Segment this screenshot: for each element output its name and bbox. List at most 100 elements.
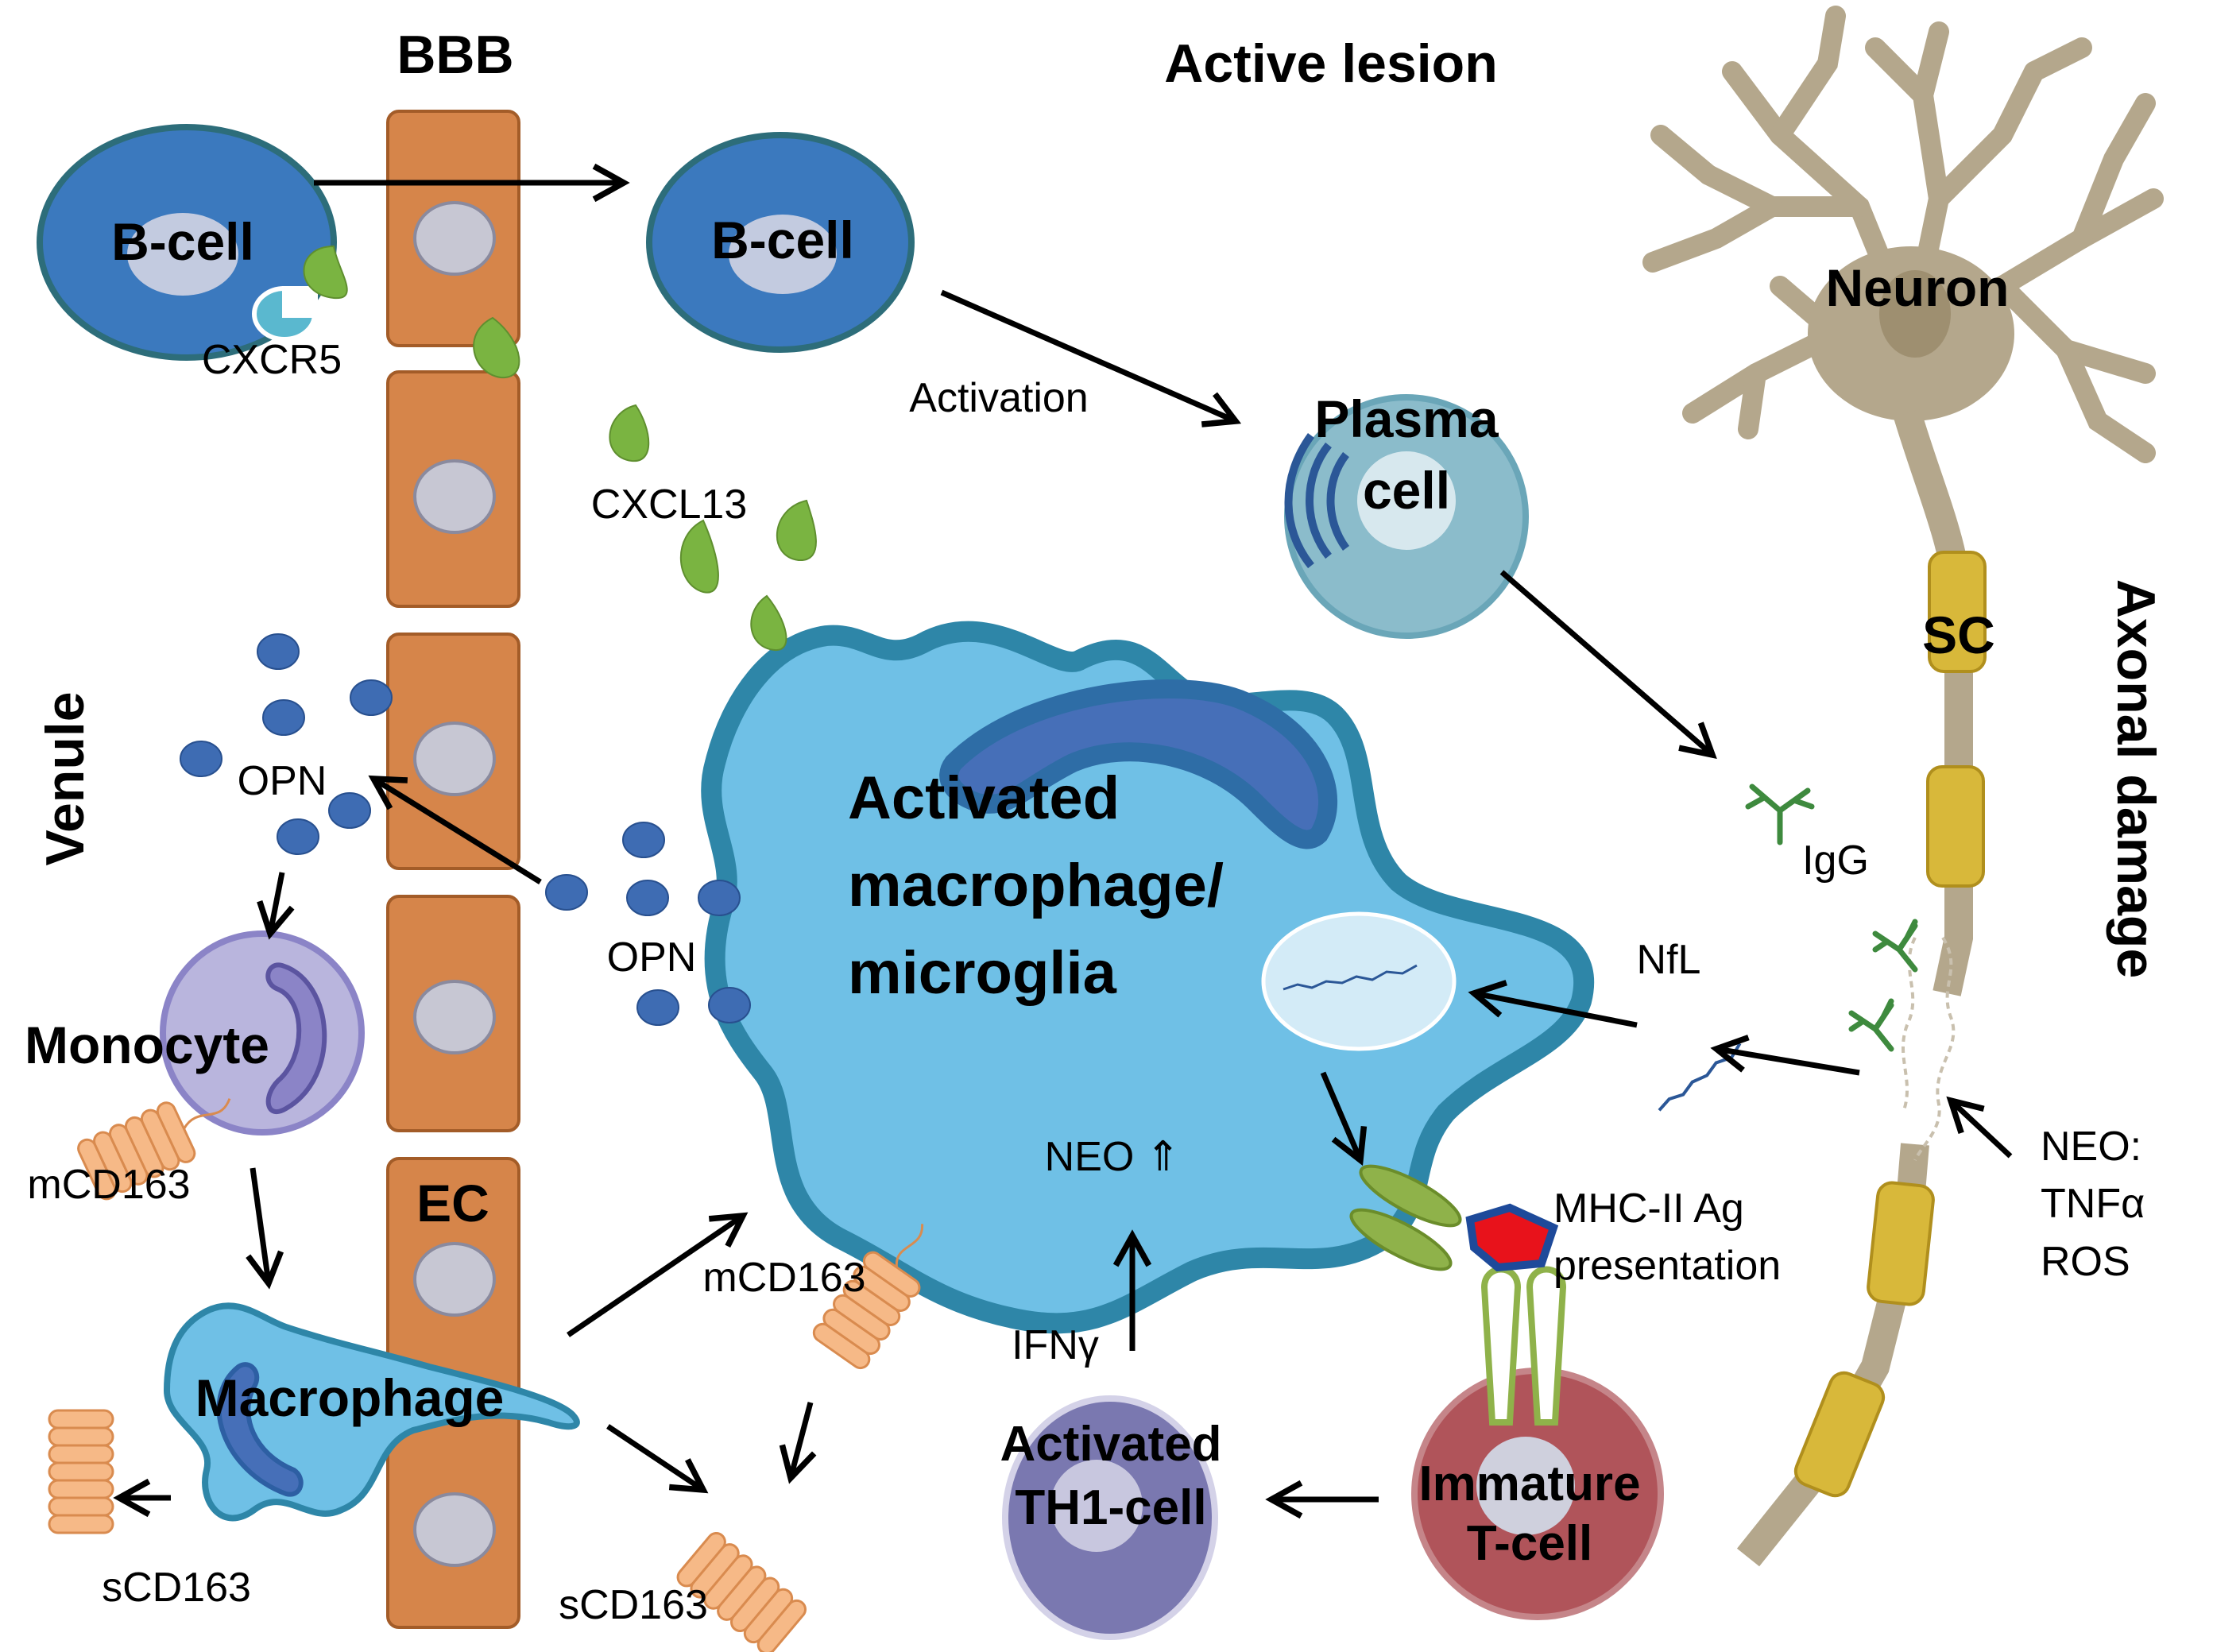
monocyte (160, 930, 365, 1136)
endothelial-nucleus (413, 980, 496, 1054)
neo-label: NEO: (2041, 1124, 2141, 1170)
opn-label: OPN (238, 758, 327, 804)
myelin-sheath (1793, 1371, 1886, 1498)
myelin-sheath (1867, 1181, 1935, 1306)
scd163-lesion (676, 1531, 807, 1652)
t-cell-label: T-cell (1467, 1516, 1593, 1571)
neo-up-label: NEO ⇑ (1045, 1134, 1181, 1180)
opn-dot (708, 987, 751, 1023)
plasma-cell (1284, 394, 1529, 639)
endothelial-nucleus (413, 722, 496, 796)
immature-t-cell (1411, 1266, 1664, 1620)
scd163-macrophage (48, 1409, 114, 1534)
arrow-antigen-presentation (1320, 1071, 1368, 1166)
phagosome (1261, 911, 1457, 1051)
arrow-mcd163-shedding (779, 1402, 817, 1484)
active-lesion-label: Active lesion (1164, 33, 1498, 94)
arrow-mcd163-lesion (567, 1212, 749, 1337)
arrows (113, 163, 2013, 1519)
mcd163-label: mCD163 (702, 1255, 865, 1301)
opn-dot (626, 880, 669, 916)
scd163-label: sCD163 (559, 1582, 708, 1628)
mhc-label: presentation (1553, 1243, 1781, 1289)
endothelial-nucleus (413, 459, 496, 534)
axonal-damage-label: Axonal damage (2106, 579, 2166, 979)
b-cell-venule (37, 124, 337, 361)
neo-label: ROS (2041, 1239, 2130, 1285)
cd163-molecules (48, 1098, 924, 1652)
neo-label: TNFα (2041, 1181, 2145, 1227)
opn-dot (698, 880, 741, 916)
neuron-label: Neuron (1826, 258, 2010, 317)
opn-dot (277, 818, 319, 855)
th1-cell (1002, 1395, 1218, 1640)
mcd163-macrophage (812, 1224, 924, 1370)
mhc-ii-complex (1349, 1164, 1559, 1272)
igg-icon (1848, 998, 1894, 1052)
opn-dot (180, 741, 222, 777)
opn-label: OPN (607, 934, 697, 981)
endothelial-nucleus (413, 1242, 496, 1317)
activated-macrophage-label: Activated (848, 764, 1120, 832)
mhc-label: MHC-II Ag (1553, 1186, 1744, 1232)
t-cell-label: Immature (1418, 1457, 1640, 1511)
opn-molecules (180, 633, 751, 1026)
bbb-label: BBB (397, 25, 513, 85)
arrow-scd163-release (606, 1424, 709, 1494)
venule-label: Venule (35, 691, 95, 865)
mcd163-label: mCD163 (27, 1162, 190, 1208)
mcd163-monocyte (77, 1098, 231, 1201)
chemokine (679, 519, 719, 594)
myelin-sheath (1928, 551, 1987, 673)
chemokine (609, 404, 650, 462)
macrophage-small (163, 1302, 580, 1522)
arrow-opn-monocyte (257, 872, 295, 940)
arrow-monocyte-macrophage (246, 1167, 284, 1290)
plasma-cell-label: cell (1363, 461, 1450, 520)
endothelial-nucleus (413, 201, 496, 276)
activated-macrophage-label: microglia (848, 939, 1117, 1007)
opn-dot (636, 989, 679, 1026)
chemokine (750, 594, 787, 652)
b-cell-lesion (646, 132, 915, 353)
igg-icon (1745, 783, 1815, 845)
scd163-label: sCD163 (102, 1565, 251, 1611)
chemokine (473, 316, 520, 379)
b-cell-label: B-cell (111, 212, 254, 271)
arrow-nfl-phagocytosis (1468, 980, 1638, 1028)
igg-icon (1872, 919, 1918, 973)
arrow-activation (940, 289, 1242, 428)
th1-cell-label: Activated (1000, 1417, 1221, 1472)
damaged-axon (1913, 936, 1956, 1161)
sc-label: SC (1922, 605, 1995, 664)
ifng-label: IFNγ (1012, 1322, 1099, 1368)
myelin-sheath (1926, 765, 1985, 888)
neuron-nucleus (1879, 270, 1951, 358)
chemokine (303, 245, 348, 300)
opn-dot (350, 679, 393, 716)
cxcl13-label: CXCL13 (591, 482, 748, 528)
b-cell-label: B-cell (711, 211, 854, 269)
monocyte-label: Monocyte (25, 1016, 269, 1074)
macrophage-label: Macrophage (195, 1368, 505, 1427)
cxcr5-label: CXCR5 (202, 337, 342, 383)
opn-dot (257, 633, 300, 670)
igg-label: IgG (1802, 838, 1869, 884)
arrow-nfl-release (1710, 1035, 1860, 1076)
axon-upper (1893, 408, 1973, 996)
ec-label: EC (416, 1174, 489, 1232)
tcr (1526, 1266, 1567, 1426)
opn-dot (262, 699, 305, 736)
neuron (1642, 6, 2164, 1567)
plasma-cell-label: Plasma (1314, 389, 1499, 448)
cxcl13-chemokines (303, 245, 817, 652)
macrophage-nucleus (939, 679, 1338, 849)
activated-macrophage-label: macrophage/ (848, 852, 1224, 919)
activation-label: Activation (909, 375, 1088, 421)
antigen (1465, 1203, 1559, 1272)
opn-dot (545, 874, 588, 911)
arrow-opn (368, 775, 542, 884)
arrow-plasma-igg (1499, 570, 1717, 760)
chemokine (776, 499, 817, 562)
